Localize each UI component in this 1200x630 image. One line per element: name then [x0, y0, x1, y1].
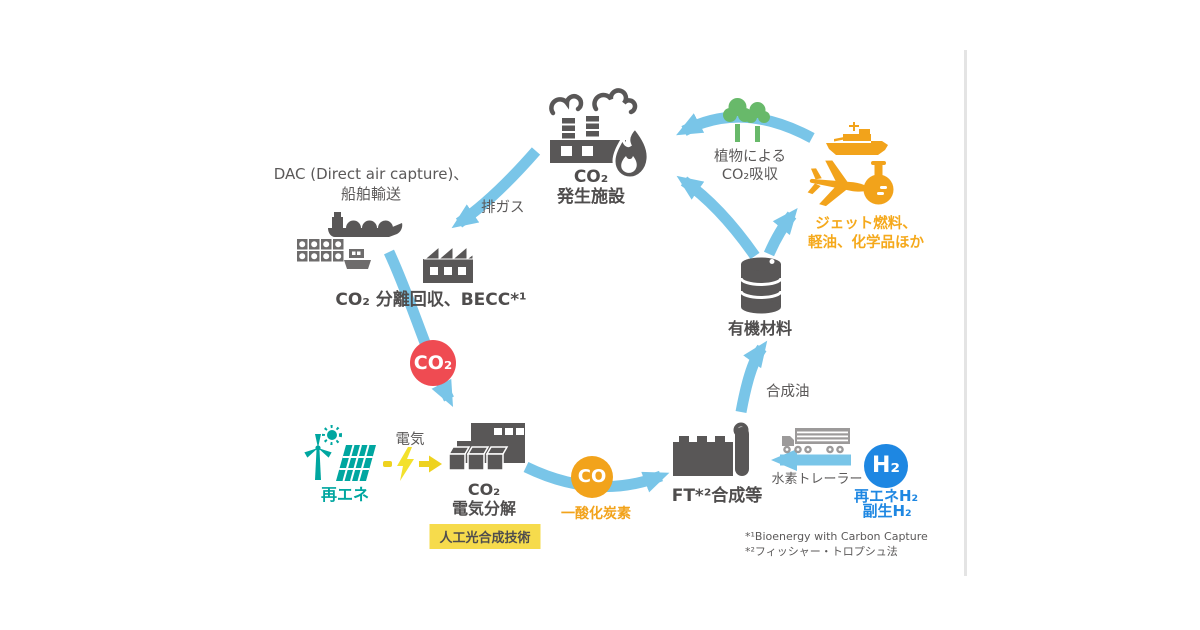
sun-icon: [322, 425, 342, 445]
ft-synthesis-label: FT*²合成等: [671, 486, 763, 506]
footnote-becc: *¹Bioenergy with Carbon Capture: [745, 530, 928, 543]
synthetic-oil-label: 合成油: [766, 384, 810, 400]
electricity-label: 電気: [395, 432, 425, 448]
footnote-fischer-tropsch: *²フィッシャー・トロプシュ法: [745, 545, 898, 558]
arrow-organic-to-emission: [676, 175, 760, 260]
right-divider-line: [964, 50, 967, 576]
wind-turbine-icon: [304, 434, 332, 480]
ft-plant-icon: [673, 422, 749, 476]
capture-label: CO₂ 分離回収、BECC*¹: [335, 290, 527, 310]
trees-icon: [723, 98, 770, 142]
ship-icon: [826, 122, 888, 155]
lng-ship-icon: [328, 212, 403, 237]
exhaust-gas-label: 排ガス: [481, 200, 525, 216]
renewable-label: 再エネ: [320, 485, 370, 504]
capture-plant-icon: [423, 245, 474, 283]
renewable-energy-icon: [304, 425, 376, 482]
h2-byproduct-label: 副生H₂: [862, 502, 912, 520]
flame-icon: [612, 125, 650, 180]
electrolysis-label: CO₂ 電気分解: [451, 480, 517, 519]
co-badge: CO: [571, 456, 613, 498]
arrow-organic-to-products: [763, 208, 798, 257]
h2-renewable-label: 再エネH₂: [853, 487, 919, 505]
lightning-icon: [397, 447, 414, 481]
artificial-photosynthesis-tag: 人工光合成技術: [429, 524, 541, 549]
flask-icon: [863, 161, 894, 205]
h2-badge: H₂: [864, 444, 908, 488]
oil-drum-icon: [739, 257, 783, 314]
products-label: ジェット燃料、 軽油、化学品ほか: [808, 216, 924, 251]
arrow-exhaust-gas: [451, 147, 541, 229]
organic-material-label: 有機材料: [727, 319, 793, 338]
electric-arrow-icon: [383, 447, 442, 481]
truck-icon: [782, 428, 850, 454]
electrolysis-plant-icon: [447, 423, 525, 471]
airplane-icon: [807, 160, 871, 207]
container-stack-icon: [297, 239, 371, 269]
plants-absorption-label: 植物による CO₂吸収: [713, 149, 787, 184]
emission-factory-icon: [549, 88, 650, 180]
co2-badge: CO₂: [410, 340, 456, 386]
arrow-synthetic-oil: [735, 340, 768, 414]
emission-facility-label: CO₂ 発生施設: [557, 167, 625, 208]
carbon-monoxide-label: 一酸化炭素: [561, 506, 631, 522]
hydrogen-trailer-label: 水素トレーラー: [771, 472, 863, 487]
dac-label: DAC (Direct air capture)、 船舶輸送: [273, 165, 469, 204]
